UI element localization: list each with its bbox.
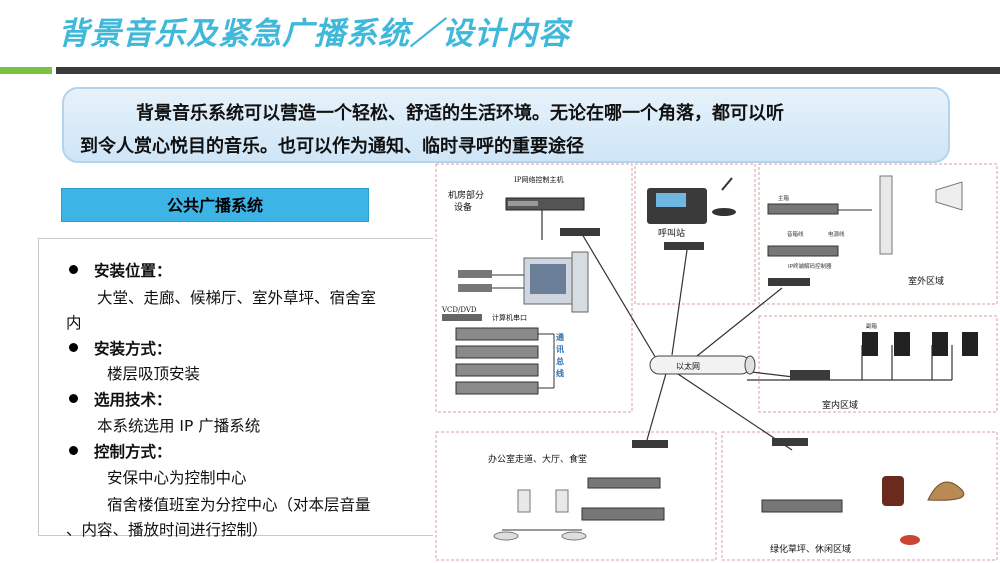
rack-devices [455,327,539,395]
ceiling-speaker-1 [493,531,519,541]
detail-text-control-2: 宿舍楼值班室为分控中心（对本层音量 [107,496,371,514]
ip-broadcast-diagram: 以太网 机房部分 设备 IP网络控制主机 VCD/DVD 计算机串口 通 讯 总… [435,163,998,561]
indoor-speaker-3 [932,332,948,356]
vcd-device [442,314,482,321]
label-main: 主箱 [778,194,790,202]
column-speaker-icon [879,175,893,255]
zone-machine-room [435,163,633,413]
section-header: 公共广播系统 [61,188,369,222]
zone-office [435,431,717,561]
lawn-switch [772,438,808,446]
recorder-device [458,284,492,292]
details-panel [38,238,433,536]
label-comm-bus: 通 [556,332,564,342]
label-ip-terminal: IP终端解码控制器 [788,262,832,270]
label-sub: 副箱 [866,322,878,330]
zone-indoor [758,315,998,413]
intro-line-1: 背景音乐系统可以营造一个轻松、舒适的生活环境。无论在哪一个角落，都可以听 [136,103,784,124]
horn-speaker-icon [935,181,963,211]
label-outdoor: 室外区域 [908,275,944,287]
detail-text-tech: 本系统选用 IP 广播系统 [97,417,261,435]
office-speaker-1 [517,489,531,513]
bullet-icon [69,446,78,455]
bullet-icon [69,394,78,403]
detail-label-method: 安装方式： [94,340,172,358]
indoor-speaker-2 [894,332,910,356]
detail-text-location-2: 内 [66,314,82,332]
rock-speaker-icon [927,481,965,501]
outdoor-amp-2 [767,245,839,257]
detail-text-control-1: 安保中心为控制中心 [107,469,247,487]
office-amp-2 [581,507,665,521]
call-switch [664,242,704,250]
label-lawn: 绿化草坪、休闲区域 [770,543,851,555]
label-computer-serial: 计算机串口 [492,313,527,322]
label-call-station: 呼叫站 [658,227,685,239]
lawn-amp [761,499,843,513]
label-ip-host: IP网络控制主机 [514,175,563,184]
detail-text-control-3: 、内容、播放时间进行控制） [66,521,268,539]
detail-text-location-1: 大堂、走廊、候梯厅、室外草坪、宿舍室 [97,289,377,307]
label-power: 电源线 [828,230,845,238]
detail-label-control: 控制方式： [94,443,172,461]
mushroom-speaker-icon [900,535,920,545]
label-indoor: 室内区域 [822,399,858,411]
label-ethernet: 以太网 [676,361,700,371]
label-office: 办公室走道、大厅、食堂 [488,453,587,465]
zone-outdoor [758,163,998,305]
svg-text:设备: 设备 [454,201,472,213]
zone-lawn [721,431,998,561]
zone-call-station [634,163,756,305]
intro-line-2: 到令人赏心悦目的音乐。也可以作为通知、临时寻呼的重要途径 [80,136,584,157]
indoor-speaker-1 [862,332,878,356]
player-device [458,270,492,278]
label-speakers: 音箱线 [787,230,804,238]
svg-text:总: 总 [556,356,564,366]
office-amp-1 [587,477,661,489]
computer-tower-icon [571,251,589,313]
indoor-controller [790,370,830,380]
label-vcd: VCD/DVD [441,306,477,314]
ethernet-bus: 以太网 [649,355,756,375]
outdoor-amp-1 [767,203,839,215]
intro-box: 背景音乐系统可以营造一个轻松、舒适的生活环境。无论在哪一个角落，都可以听 到令人… [62,87,950,163]
detail-label-location: 安装位置： [94,262,172,280]
bullet-icon [69,343,78,352]
svg-text:讯: 讯 [556,344,564,354]
indoor-speaker-4 [962,332,978,356]
detail-text-method: 楼层吸顶安装 [107,365,201,383]
microphone-icon [721,177,733,191]
outdoor-switch [768,278,810,286]
title-underline [56,67,1000,74]
ceiling-speaker-2 [561,531,587,541]
title-underline-accent [0,67,52,74]
switch-device [560,228,600,236]
office-switch [632,440,668,448]
lawn-speaker-drum [882,476,904,506]
page-title: 背景音乐及紧急广播系统／设计内容 [58,16,570,52]
bullet-icon [69,265,78,274]
label-machine-room: 机房部分 [448,189,484,201]
svg-text:线: 线 [556,368,564,378]
office-speaker-2 [555,489,569,513]
detail-label-tech: 选用技术： [94,391,172,409]
